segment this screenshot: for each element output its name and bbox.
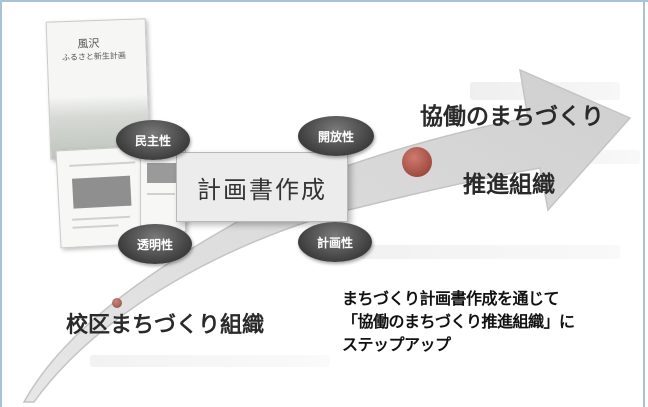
summary-note-line: 「協働のまちづくり推進組織」に bbox=[342, 312, 575, 331]
photo-placeholder bbox=[71, 175, 132, 209]
faint-background-text bbox=[360, 245, 620, 259]
summary-note: まちづくり計画書作成を通じて 「協働のまちづくり推進組織」に ステップアップ bbox=[342, 287, 575, 356]
summary-note-line: まちづくり計画書作成を通じて bbox=[342, 289, 560, 308]
doc-title: 風沢 bbox=[77, 36, 100, 51]
stage-dot-start bbox=[112, 298, 122, 308]
faint-background-text bbox=[90, 355, 330, 367]
top-border bbox=[0, 0, 648, 2]
doc-subtitle: ふるさと新生計画 bbox=[61, 51, 127, 63]
principle-badge-democracy: 民主性 bbox=[116, 120, 190, 160]
goal-label-line2: 推進組織 bbox=[463, 172, 555, 198]
principle-badge-planning: 計画性 bbox=[298, 222, 372, 262]
principle-badge-transparency: 透明性 bbox=[118, 224, 192, 264]
photo-placeholder bbox=[147, 163, 177, 183]
summary-note-line: ステップアップ bbox=[342, 335, 451, 354]
stage-dot-end bbox=[402, 147, 432, 177]
left-border bbox=[0, 0, 2, 407]
start-label: 校区まちづくり組織 bbox=[66, 313, 265, 338]
principle-badge-openness: 開放性 bbox=[298, 116, 374, 156]
goal-label-line1: 協働のまちづくり bbox=[420, 104, 604, 130]
plan-creation-box: 計画書作成 bbox=[176, 152, 348, 222]
right-border bbox=[643, 0, 645, 407]
